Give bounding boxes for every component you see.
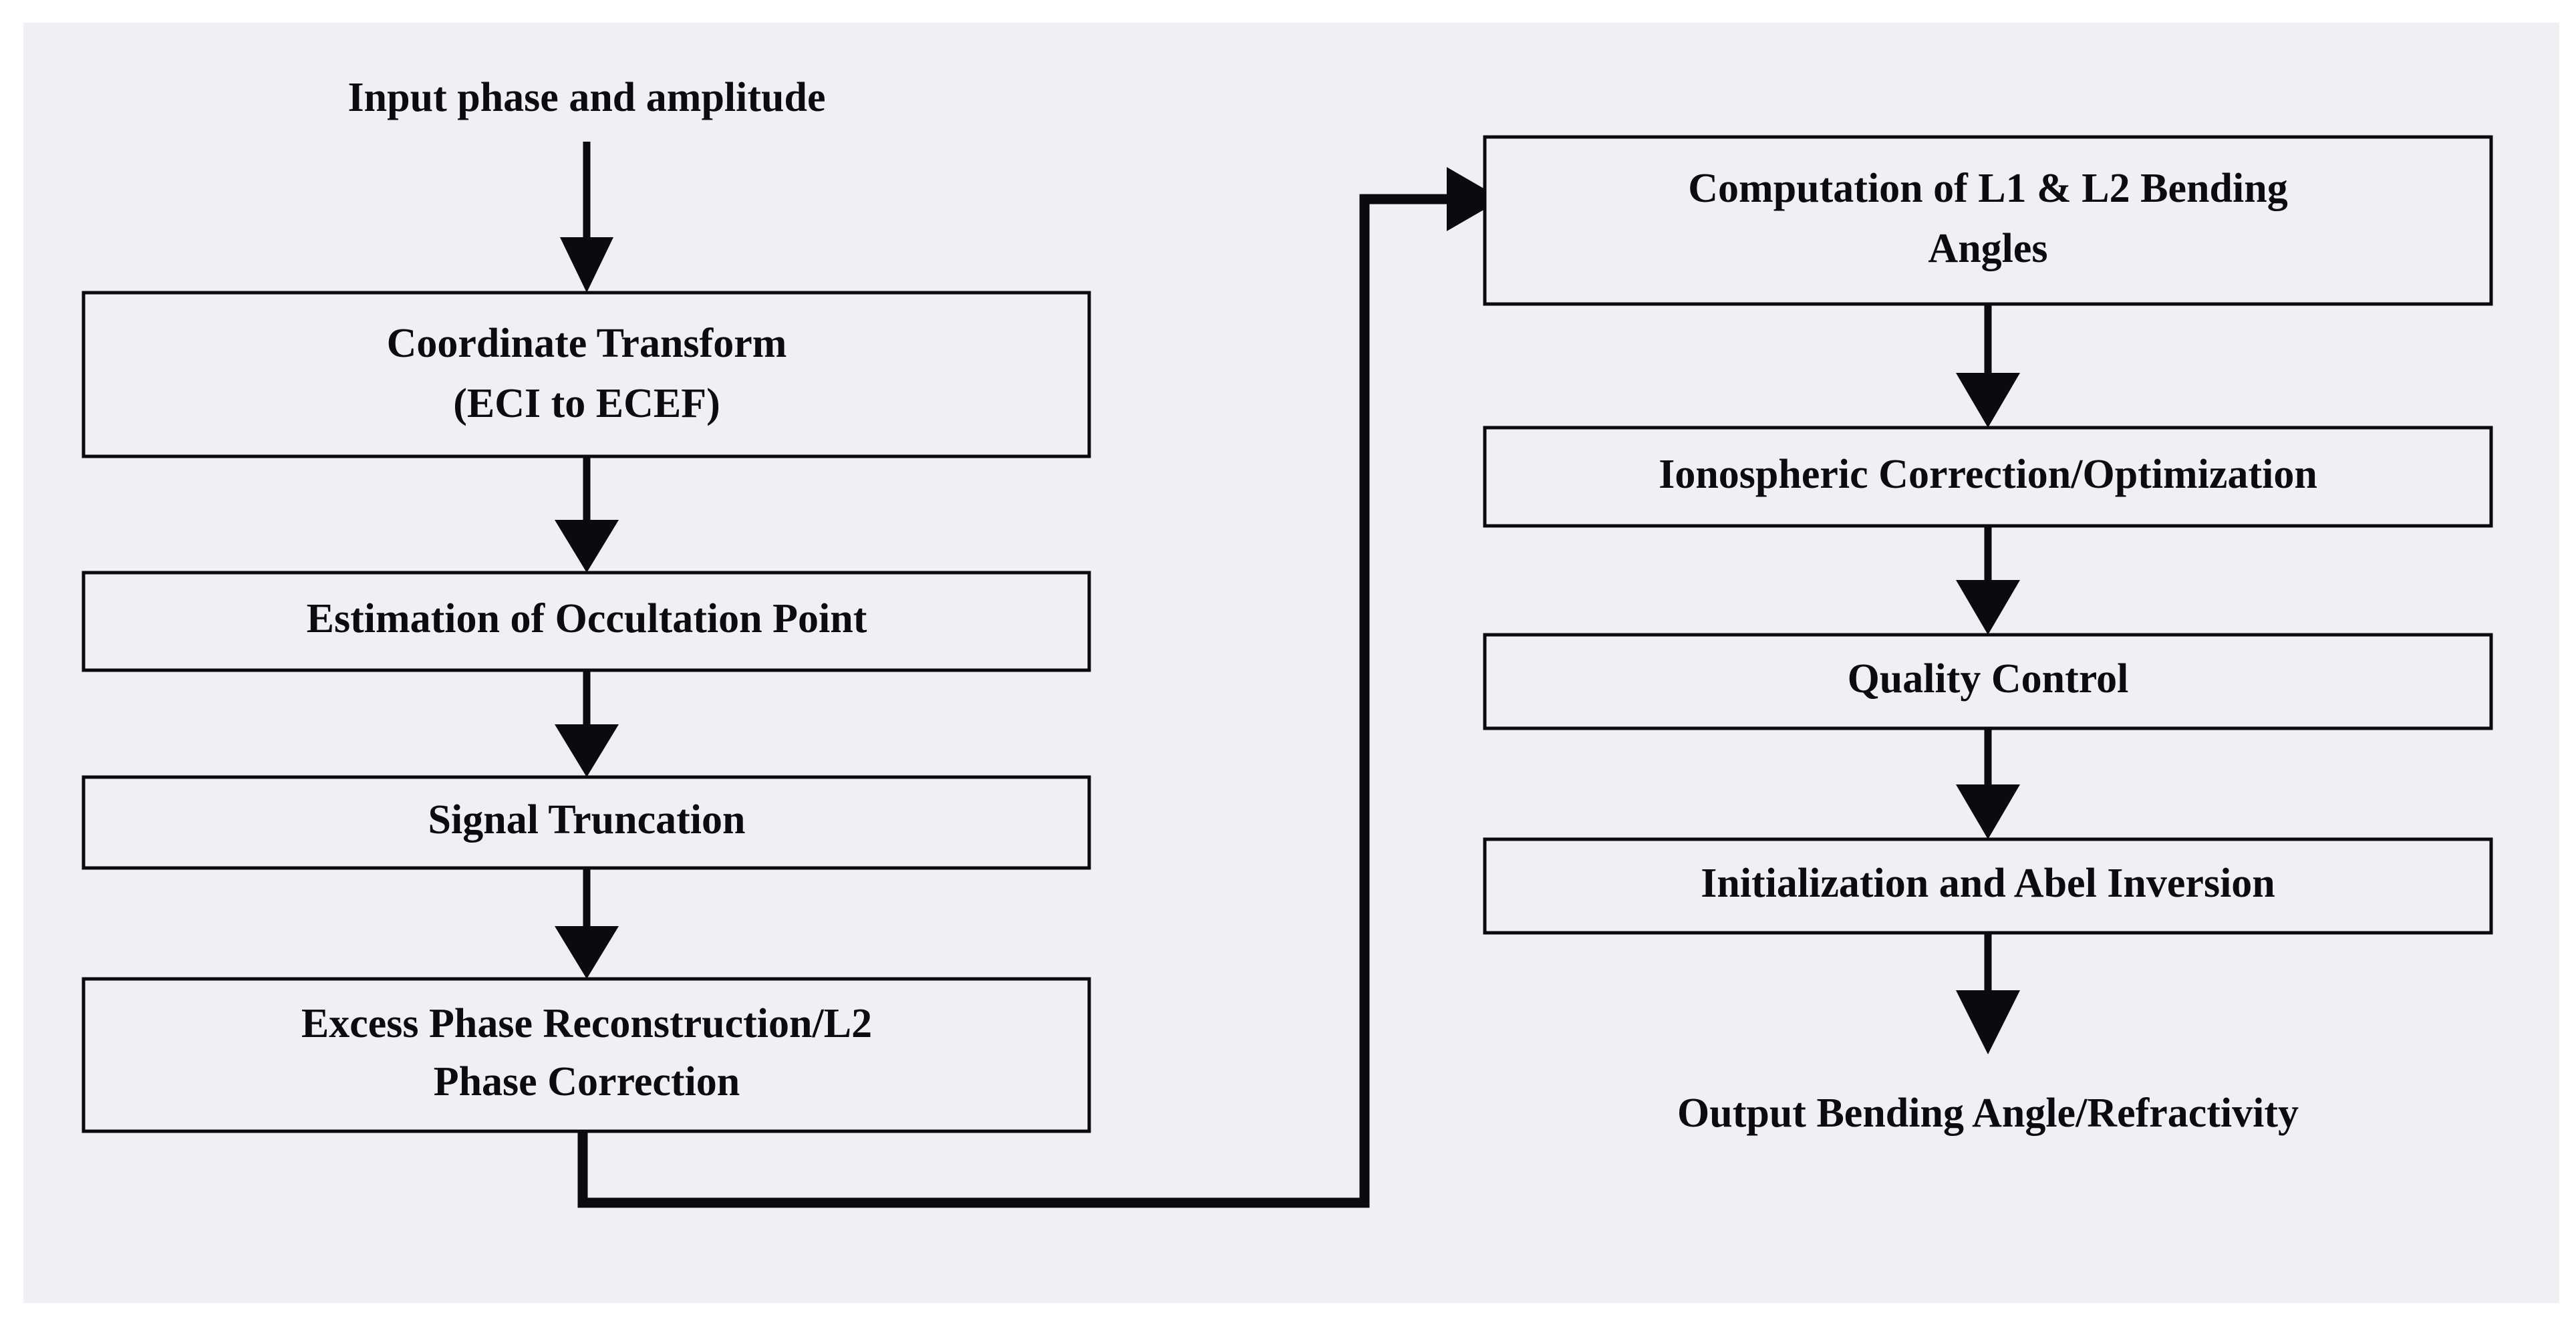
node-bending-angles-label-line1: Computation of L1 & L2 Bending [1688,166,2287,211]
connector-bending-angles-to-ionospheric-correction [1956,304,2020,428]
connector-quality-control-to-abel-inversion [1956,728,2020,839]
arrow-head-icon [555,724,619,777]
node-quality-control-label: Quality Control [1848,656,2129,702]
node-ionospheric-correction[interactable]: Ionospheric Correction/Optimization [1483,426,2493,528]
connector-ionospheric-correction-to-quality-control [1956,526,2020,635]
node-ionospheric-correction-label: Ionospheric Correction/Optimization [1659,452,2317,497]
node-excess-phase-label-line2: Phase Correction [434,1059,740,1105]
arrow-head-icon [1447,167,1502,231]
node-bending-angles-box[interactable] [1483,135,2493,306]
node-quality-control[interactable]: Quality Control [1483,633,2493,730]
node-signal-truncation[interactable]: Signal Truncation [82,775,1091,870]
node-coordinate-transform-box[interactable] [82,291,1091,458]
node-signal-truncation-box[interactable] [82,775,1091,870]
left-entry-label: Input phase and amplitude [348,75,826,120]
arrow-head-icon [555,926,619,979]
node-occultation-point-box[interactable] [82,571,1091,672]
node-bending-angles-label-line2: Angles [1928,226,2047,271]
connector-occultation-point-to-signal-truncation [555,670,619,777]
arrow-head-icon [1956,784,2020,839]
connector-signal-truncation-to-excess-phase [555,868,619,979]
node-occultation-point-label: Estimation of Occultation Point [307,596,867,641]
node-occultation-point[interactable]: Estimation of Occultation Point [82,571,1091,672]
right-exit-label: Output Bending Angle/Refractivity [1677,1090,2299,1136]
node-ionospheric-correction-box[interactable] [1483,426,2493,528]
arrow-head-icon [1956,990,2020,1054]
node-abel-inversion[interactable]: Initialization and Abel Inversion [1483,837,2493,935]
node-coordinate-transform-label-line2: (ECI to ECEF) [453,381,720,426]
arrow-head-icon [555,520,619,573]
arrow-head-icon [1956,373,2020,428]
arrow-head-icon [560,237,613,293]
connector-abel-inversion-to-output [1956,933,2020,1054]
connector-coordinate-transform-to-occultation-point [555,456,619,573]
node-coordinate-transform[interactable]: Coordinate Transform (ECI to ECEF) [82,291,1091,458]
arrow-head-icon [1956,580,2020,635]
node-bending-angles[interactable]: Computation of L1 & L2 Bending Angles [1483,135,2493,306]
node-quality-control-box[interactable] [1483,633,2493,730]
node-coordinate-transform-label-line1: Coordinate Transform [387,321,787,366]
connector-excess-phase-to-bending-angles [577,167,1502,1208]
node-excess-phase-label-line1: Excess Phase Reconstruction/L2 [301,1001,872,1046]
connector-entry-to-coordinate-transform [560,142,613,293]
node-excess-phase-box[interactable] [82,977,1091,1133]
node-signal-truncation-label: Signal Truncation [428,797,746,843]
node-excess-phase[interactable]: Excess Phase Reconstruction/L2 Phase Cor… [82,977,1091,1133]
node-abel-inversion-label: Initialization and Abel Inversion [1701,861,2275,906]
